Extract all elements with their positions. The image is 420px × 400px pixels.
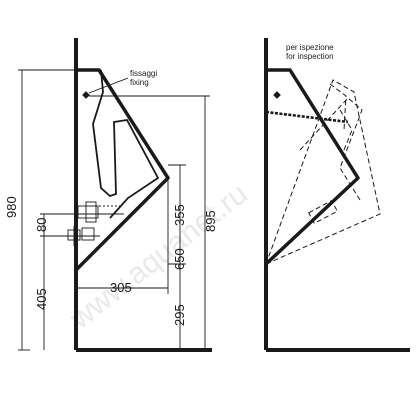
fixing-mark bbox=[82, 91, 90, 99]
inspection-label-it: per ispezione bbox=[286, 43, 334, 52]
urinal-body-outline bbox=[74, 68, 170, 272]
dimension-lines bbox=[18, 69, 210, 351]
fixing-mark bbox=[273, 91, 281, 99]
dim-650: 650 bbox=[172, 248, 187, 270]
dim-895: 895 bbox=[203, 210, 218, 232]
inspection-swing-outline bbox=[265, 79, 381, 265]
dim-305: 305 bbox=[110, 280, 132, 295]
side-view-inspection bbox=[264, 38, 410, 352]
outlet-fitting bbox=[60, 201, 124, 246]
dim-405: 405 bbox=[34, 288, 49, 310]
fixing-label-it: fissaggi bbox=[130, 69, 157, 78]
fixing-label-en: fixing bbox=[130, 78, 149, 87]
dim-295: 295 bbox=[172, 304, 187, 326]
dim-80: 80 bbox=[34, 218, 49, 232]
dim-980: 980 bbox=[4, 196, 19, 218]
urinal-body-outline bbox=[264, 68, 360, 266]
side-view-installed bbox=[18, 38, 212, 352]
chain bbox=[265, 110, 349, 124]
callout-leader bbox=[88, 77, 129, 94]
dim-355: 355 bbox=[172, 204, 187, 226]
inspection-label-en: for inspection bbox=[286, 52, 334, 61]
urinal-bowl-inner bbox=[92, 69, 160, 219]
